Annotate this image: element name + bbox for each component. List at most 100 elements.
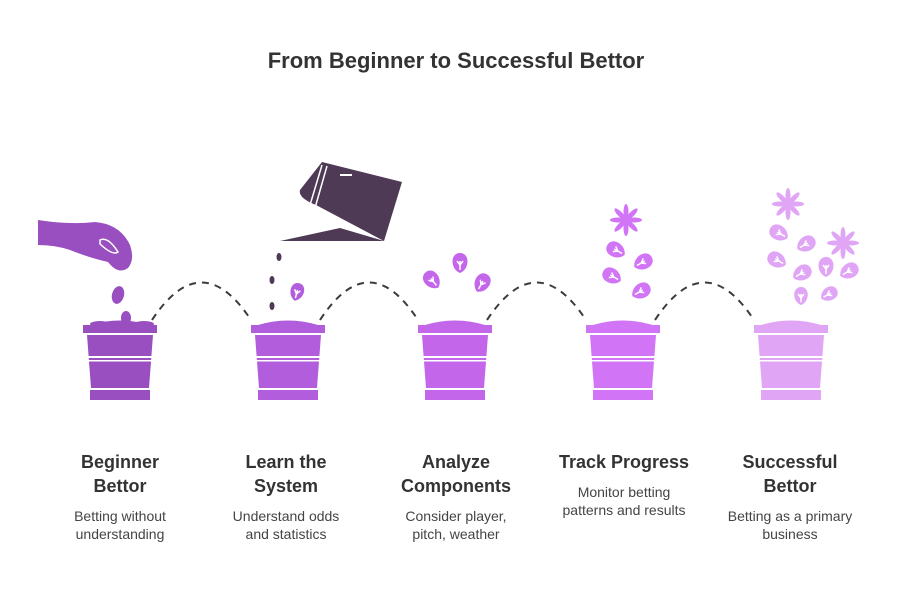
petal bbox=[842, 242, 855, 255]
leaf-vein bbox=[822, 264, 830, 274]
leaf-vein bbox=[477, 279, 486, 290]
hand-icon bbox=[38, 220, 133, 271]
desc-line: Understand odds bbox=[232, 508, 340, 524]
diagram-title: From Beginner to Successful Bettor bbox=[267, 48, 645, 73]
flower-icon bbox=[610, 204, 642, 236]
leaf-icon bbox=[290, 283, 305, 301]
leaf-vein bbox=[608, 272, 619, 281]
pot-rim bbox=[754, 325, 828, 333]
title-line: Bettor bbox=[763, 476, 817, 496]
desc-line: business bbox=[762, 526, 818, 542]
step-description: Monitor betting patterns and results bbox=[544, 483, 704, 519]
pot-rim bbox=[83, 325, 157, 333]
water-drop-icon bbox=[276, 253, 282, 261]
desc-line: Consider player, bbox=[405, 508, 507, 524]
pot-rim bbox=[251, 325, 325, 333]
hand-shape bbox=[38, 220, 133, 271]
step-description: Betting without understanding bbox=[40, 507, 200, 543]
leaf-icon bbox=[767, 251, 786, 268]
watering-can-icon bbox=[280, 162, 402, 241]
title-line: System bbox=[253, 476, 319, 496]
petal bbox=[776, 192, 789, 205]
soil bbox=[425, 320, 485, 325]
leaf-vein bbox=[293, 289, 301, 299]
petal bbox=[625, 208, 638, 221]
petal bbox=[787, 192, 800, 205]
can-spout bbox=[280, 228, 384, 241]
title-line: Learn the bbox=[245, 452, 327, 472]
leaf-icon bbox=[634, 253, 653, 270]
seed-icon bbox=[90, 321, 110, 327]
leaf-vein bbox=[842, 267, 853, 276]
petal bbox=[842, 231, 855, 244]
can-label bbox=[340, 174, 352, 176]
dashed-connector bbox=[486, 281, 587, 321]
leaf-vein bbox=[428, 276, 438, 286]
leaf-icon bbox=[422, 270, 440, 289]
desc-line: understanding bbox=[75, 526, 165, 542]
petal bbox=[614, 219, 627, 232]
pot-band bbox=[86, 360, 154, 362]
flower-icon bbox=[827, 227, 859, 259]
pot-band bbox=[589, 356, 657, 358]
leaf-icon bbox=[452, 253, 468, 273]
pot-band bbox=[421, 360, 489, 362]
title-line: Bettor bbox=[93, 476, 147, 496]
pot-band bbox=[589, 360, 657, 362]
pot-base bbox=[761, 390, 821, 400]
leaf-icon bbox=[840, 262, 859, 279]
leaf-vein bbox=[795, 269, 806, 278]
pot-base bbox=[258, 390, 318, 400]
desc-line: Betting as a primary bbox=[727, 508, 853, 524]
water-drop-icon bbox=[269, 276, 275, 284]
dashed-connector bbox=[654, 281, 755, 321]
pot-rim bbox=[418, 325, 492, 333]
desc-line: and statistics bbox=[245, 526, 327, 542]
seed-icon bbox=[121, 311, 131, 325]
pot-icon bbox=[83, 320, 157, 400]
desc-line: Monitor betting bbox=[577, 484, 671, 500]
leaf-vein bbox=[773, 256, 784, 265]
leaf-vein bbox=[456, 260, 464, 270]
dashed-connector bbox=[151, 281, 252, 321]
leaf-vein bbox=[612, 246, 623, 255]
pot-base bbox=[425, 390, 485, 400]
can-body bbox=[299, 162, 402, 241]
desc-line: Betting without bbox=[74, 508, 166, 524]
title-line: Components bbox=[401, 476, 511, 496]
petal bbox=[625, 219, 638, 232]
can-stripe bbox=[309, 164, 328, 209]
petal bbox=[776, 203, 789, 216]
pot-icon bbox=[586, 320, 660, 400]
leaf-icon bbox=[818, 257, 834, 277]
desc-line: pitch, weather bbox=[412, 526, 500, 542]
pot-rim bbox=[586, 325, 660, 333]
leaf-vein bbox=[823, 290, 833, 298]
pot-band bbox=[254, 360, 322, 362]
leaf-icon bbox=[474, 273, 491, 292]
leaf-vein bbox=[636, 258, 647, 267]
desc-line: patterns and results bbox=[562, 502, 686, 518]
title-line: Beginner bbox=[80, 452, 159, 472]
seed-icon bbox=[134, 321, 154, 327]
pot-icon bbox=[251, 320, 325, 400]
pot-base bbox=[90, 390, 150, 400]
step-description: Consider player, pitch, weather bbox=[376, 507, 536, 543]
pot-band bbox=[757, 356, 825, 358]
title-line: Successful bbox=[742, 452, 838, 472]
soil bbox=[258, 320, 318, 325]
title-line: Analyze bbox=[421, 452, 491, 472]
leaf-icon bbox=[797, 235, 816, 252]
flower-icon bbox=[772, 188, 804, 220]
leaf-icon bbox=[794, 287, 808, 305]
seed-icon bbox=[111, 286, 125, 304]
leaf-icon bbox=[821, 286, 838, 301]
leaf-vein bbox=[797, 293, 805, 303]
leaf-icon bbox=[793, 264, 812, 281]
step-description: Understand odds and statistics bbox=[206, 507, 366, 543]
